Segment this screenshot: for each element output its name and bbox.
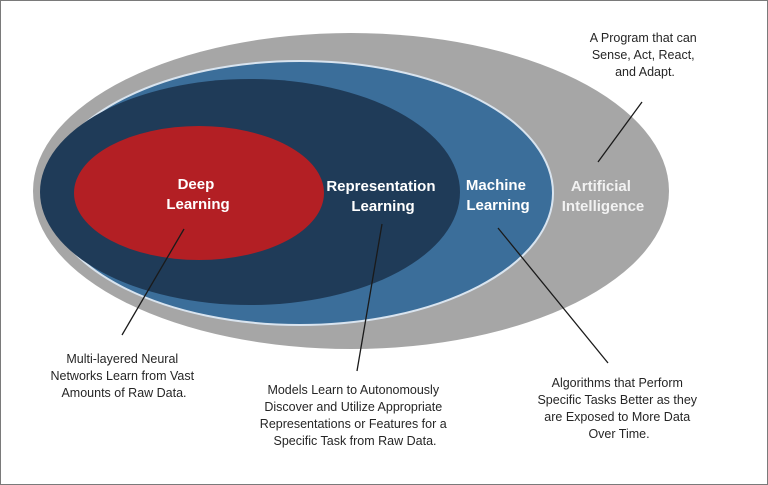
artificial-intelligence-label: Artificial Intelligence <box>562 178 645 215</box>
leader-line-representation-learning <box>356 223 383 372</box>
representation-learning-label: Representation Learning <box>326 178 439 215</box>
leader-line-deep-learning <box>121 228 185 336</box>
leader-line-artificial-intelligence <box>597 101 643 163</box>
deep-learning-description: Multi-layered Neural Networks Learn from… <box>50 352 197 400</box>
deep-learning-label: Deep Learning <box>166 176 229 213</box>
machine-learning-label: Machine Learning <box>466 177 530 214</box>
artificial-intelligence-description: A Program that can Sense, Act, React, an… <box>590 31 701 79</box>
ellipse-deep-learning <box>74 126 324 260</box>
machine-learning-description: Algorithms that Perform Specific Tasks B… <box>537 376 700 441</box>
leader-line-machine-learning <box>497 227 609 364</box>
representation-learning-description: Models Learn to Autonomously Discover an… <box>260 383 450 448</box>
